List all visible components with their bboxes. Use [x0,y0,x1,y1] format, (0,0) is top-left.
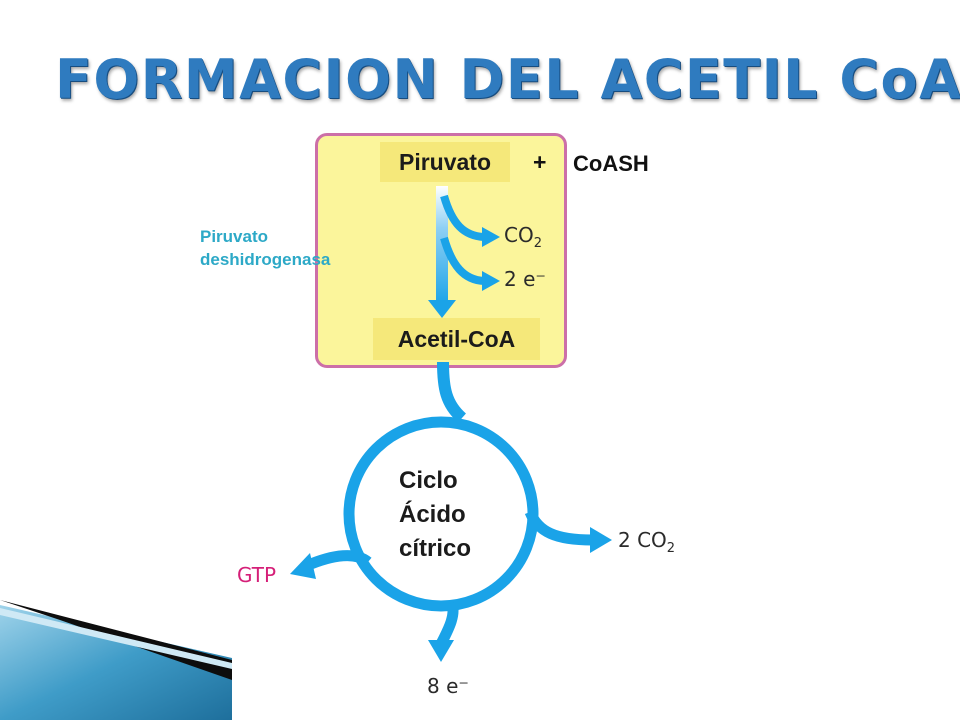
cycle-line-2: Ácido [399,501,466,529]
branch-arrow-electrons-head [482,271,500,291]
pyruvate-label: Piruvato [380,142,510,182]
slide-title: FORMACION DEL ACETIL CoA [55,48,960,111]
electrons-8-label: 8 e⁻ [427,674,469,698]
acetyl-coa-text: Acetil-CoA [397,325,516,352]
enzyme-line-2: deshidrogenasa [200,249,331,269]
citric-acid-cycle-label: Ciclo Ácido cítrico [399,464,471,566]
cycle-line-1: Ciclo [399,467,458,494]
cycle-line-3: cítrico [399,535,472,563]
cycle-arrow-gtp-head [290,553,316,579]
pyruvate-text: Piruvato [398,148,492,175]
acetyl-coa-label: Acetil-CoA [373,318,540,360]
cycle-co2-label: 2 CO2 [618,528,676,556]
gtp-label: GTP [237,563,277,587]
branch-arrow-co2-head [482,227,500,247]
enzyme-label: Piruvato deshidrogenasa [200,226,390,272]
coash-label: CoASH [573,151,649,176]
electrons-2-label: 2 e⁻ [504,267,546,291]
main-down-arrow-head [428,300,456,318]
branch-arrow-co2 [440,194,485,241]
cycle-arrow-co2-head [590,527,612,553]
cycle-arrow-gtp [303,550,372,572]
plus-sign: + [533,149,547,175]
enzyme-line-1: Piruvato [200,227,269,246]
branch-arrow-electrons [440,236,485,285]
main-down-arrow-shaft [436,186,448,306]
co2-product-label: CO2 [504,223,542,251]
cycle-arrow-co2 [524,509,593,546]
cycle-arrow-electrons-head [428,640,454,662]
cycle-entry-connector [437,361,467,423]
